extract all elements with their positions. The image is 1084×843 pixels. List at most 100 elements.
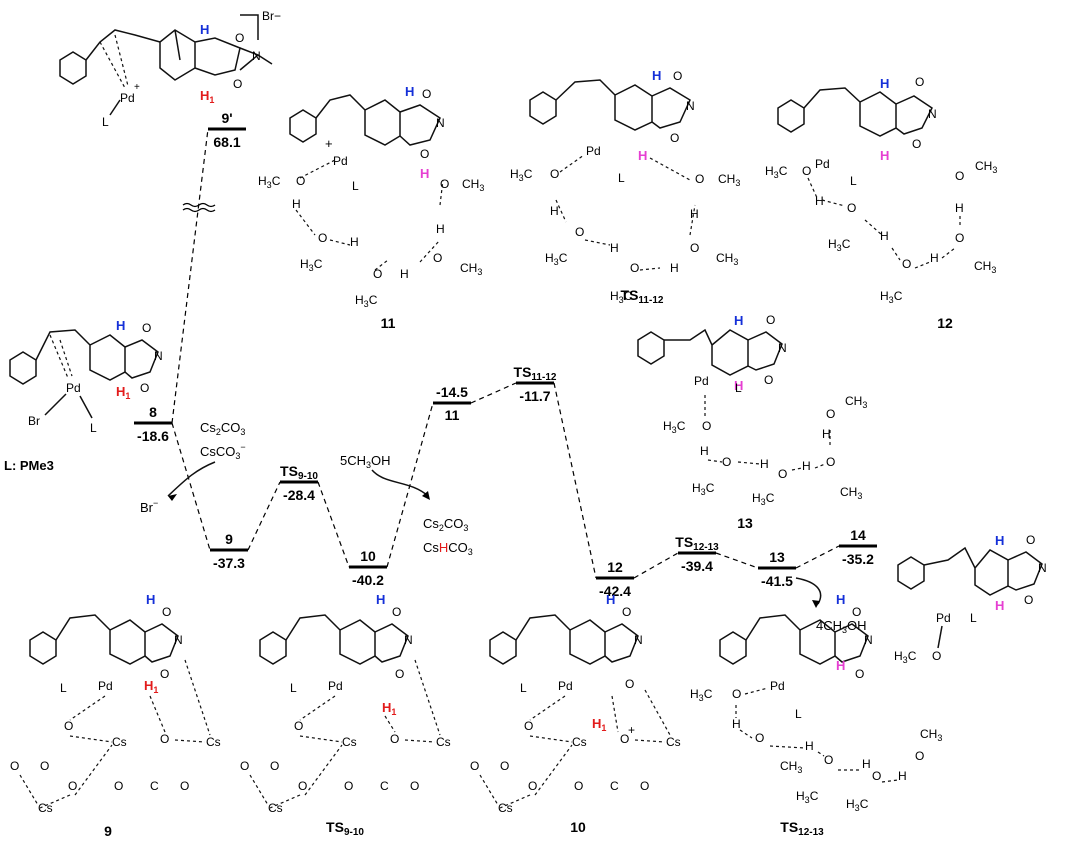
connector-10-11 (386, 402, 434, 568)
svg-text:O: O (855, 667, 864, 681)
svg-text:Pd: Pd (98, 679, 113, 693)
svg-text:+: + (628, 723, 635, 737)
svg-text:O: O (233, 77, 242, 91)
svg-text:N: N (928, 107, 937, 121)
svg-text:O: O (702, 419, 711, 433)
svg-text:9: 9 (104, 823, 112, 838)
reagent-cs2co3-out: Cs2CO3 (423, 516, 468, 533)
svg-text:H: H (930, 251, 939, 265)
svg-text:N: N (634, 633, 643, 647)
energy-9-prime: 68.1 (213, 134, 240, 150)
connector-9-ts (247, 481, 281, 551)
connector-13-14 (795, 545, 840, 569)
svg-text:13: 13 (737, 515, 753, 531)
svg-text:L: L (352, 179, 359, 193)
svg-text:Cs: Cs (38, 801, 53, 815)
svg-text:O: O (160, 667, 169, 681)
label-12: 12 (607, 559, 623, 575)
svg-text:H: H (995, 533, 1004, 548)
svg-text:O: O (764, 373, 773, 387)
svg-text:H: H (732, 717, 741, 731)
svg-text:CH3: CH3 (780, 759, 802, 775)
svg-text:H: H (880, 148, 889, 163)
reagent-cshco3-out: CsHCO3 (423, 540, 473, 557)
svg-text:CH3: CH3 (974, 259, 996, 275)
structure-9-prime: Pd + L N O O H H1 Br− (59, 9, 281, 129)
arrow-br-release (167, 461, 216, 497)
svg-text:H: H (734, 378, 743, 393)
svg-text:H: H (420, 166, 429, 181)
svg-text:H3C: H3C (752, 491, 775, 507)
svg-text:L: L (618, 171, 625, 185)
svg-text:N: N (404, 633, 413, 647)
structure-13: N O O H H Pd L H3C O H O H3C H O H3C H O… (637, 313, 867, 531)
svg-text:H: H (350, 235, 359, 249)
structure-9: N O O H H1 Pd L O O O O Cs O C O O Cs Cs… (10, 592, 221, 839)
svg-text:O: O (620, 732, 629, 746)
svg-text:H3C: H3C (828, 237, 851, 253)
svg-text:Pd: Pd (694, 374, 709, 388)
svg-text:Br: Br (28, 414, 40, 428)
svg-text:H: H (955, 201, 964, 215)
svg-text:TS12-13: TS12-13 (780, 819, 824, 838)
svg-text:O: O (296, 174, 305, 188)
label-ts9-10: TS9-10 (280, 463, 318, 482)
svg-text:L: L (102, 115, 109, 129)
svg-text:N: N (1038, 561, 1047, 575)
svg-text:N: N (154, 349, 163, 363)
label-9-prime: 9' (221, 110, 232, 126)
svg-text:O: O (902, 257, 911, 271)
reagent-cs2co3: Cs2CO3 (200, 420, 245, 437)
svg-text:H3C: H3C (258, 174, 281, 190)
svg-text:Cs: Cs (206, 735, 221, 749)
svg-text:H1: H1 (382, 700, 396, 717)
svg-text:O: O (630, 261, 639, 275)
svg-text:H3C: H3C (690, 687, 713, 703)
reagent-methanol-out: 4CH3OH (816, 618, 867, 635)
svg-text:Cs: Cs (112, 735, 127, 749)
svg-text:Cs: Cs (342, 735, 357, 749)
svg-text:CH3: CH3 (716, 251, 738, 267)
svg-text:H: H (638, 148, 647, 163)
svg-text:H: H (670, 261, 679, 275)
svg-text:H: H (436, 222, 445, 236)
svg-text:H1: H1 (592, 716, 606, 733)
svg-text:H: H (802, 459, 811, 473)
svg-text:O: O (872, 769, 881, 783)
svg-text:H: H (610, 241, 619, 255)
svg-text:H: H (836, 658, 845, 673)
svg-text:N: N (174, 633, 183, 647)
svg-text:Pd: Pd (558, 679, 573, 693)
svg-text:H3C: H3C (846, 797, 869, 813)
svg-text:H: H (550, 204, 559, 218)
svg-text:O: O (433, 251, 442, 265)
connector-ts-13 (715, 552, 759, 569)
svg-text:Pd: Pd (815, 157, 830, 171)
svg-text:H1: H1 (116, 384, 130, 401)
svg-text:O: O (915, 75, 924, 89)
energy-ts12-13: -39.4 (681, 558, 713, 574)
svg-text:O: O (240, 759, 249, 773)
svg-text:L: L (970, 611, 977, 625)
svg-text:H1: H1 (144, 678, 158, 695)
svg-text:O: O (826, 407, 835, 421)
svg-text:H3C: H3C (663, 419, 686, 435)
svg-text:TS9-10: TS9-10 (326, 819, 364, 838)
svg-text:H: H (376, 592, 385, 607)
connector-11-ts (470, 382, 517, 404)
svg-text:Cs: Cs (666, 735, 681, 749)
svg-text:C: C (610, 779, 619, 793)
svg-text:Pd: Pd (770, 679, 785, 693)
label-11: 11 (445, 407, 460, 423)
svg-text:12: 12 (937, 315, 953, 331)
svg-text:H: H (400, 267, 409, 281)
svg-text:O: O (574, 779, 583, 793)
svg-text:O: O (373, 267, 382, 281)
svg-text:O: O (298, 779, 307, 793)
svg-text:Pd: Pd (936, 611, 951, 625)
svg-text:H: H (760, 457, 769, 471)
svg-text:H: H (652, 68, 661, 83)
svg-text:O: O (140, 381, 149, 395)
